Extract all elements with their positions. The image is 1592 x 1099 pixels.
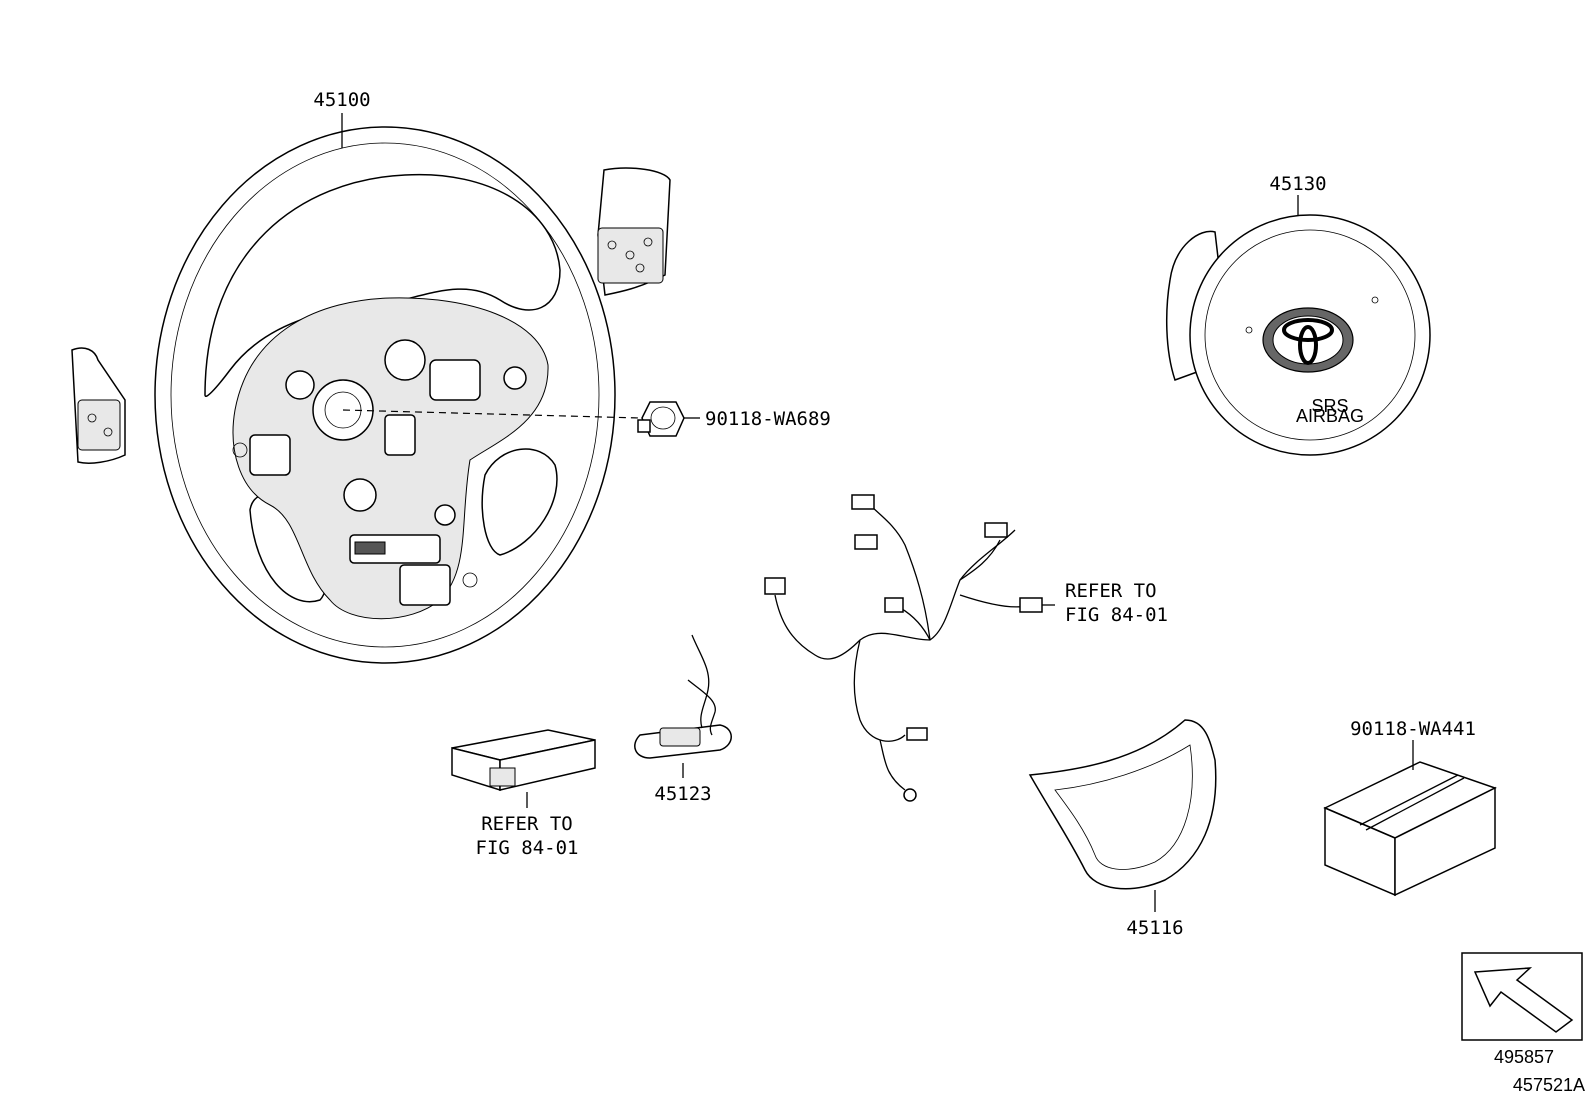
paddle-switch-right[interactable]: [597, 167, 671, 296]
airbag-text-1: SRS: [1311, 396, 1348, 416]
part-number-45130: 45130: [1269, 173, 1326, 195]
module-refer-line1: REFER TO: [481, 813, 573, 835]
airbag-text-2: AIRBAG: [1296, 406, 1364, 426]
part-number-45123: 45123: [654, 783, 711, 805]
figure-id: 457521A: [1513, 1075, 1585, 1095]
harness-refer-line1: REFER TO: [1065, 580, 1157, 602]
kit-box-90118-WA441[interactable]: 90118-WA441: [1323, 718, 1497, 897]
control-module[interactable]: REFER TO FIG 84-01: [451, 729, 596, 859]
direction-ref-number: 495857: [1494, 1047, 1554, 1067]
module-refer-line2: FIG 84-01: [476, 837, 579, 859]
steering-wheel-45100[interactable]: 45100: [154, 89, 616, 664]
part-number-90118-WA441: 90118-WA441: [1350, 718, 1476, 740]
part-number-45100: 45100: [313, 89, 370, 111]
toyota-logo-icon: [1262, 307, 1354, 373]
part-number-45116: 45116: [1126, 917, 1183, 939]
paddle-switch-left[interactable]: [71, 347, 126, 464]
front-direction-arrow-icon: [1473, 967, 1574, 1033]
harness-refer-line2: FIG 84-01: [1065, 604, 1168, 626]
wire-harness[interactable]: REFER TO FIG 84-01: [764, 494, 1168, 802]
front-direction-indicator: 495857: [1461, 952, 1583, 1067]
spiral-cable-45123[interactable]: 45123: [634, 634, 732, 805]
bolt-90118-WA689[interactable]: 90118-WA689: [342, 401, 831, 437]
part-number-90118-WA689: 90118-WA689: [705, 408, 831, 430]
airbag-module-45130[interactable]: SRS AIRBAG 45130: [1166, 173, 1431, 456]
steering-cover-45116[interactable]: 45116: [1028, 719, 1217, 939]
